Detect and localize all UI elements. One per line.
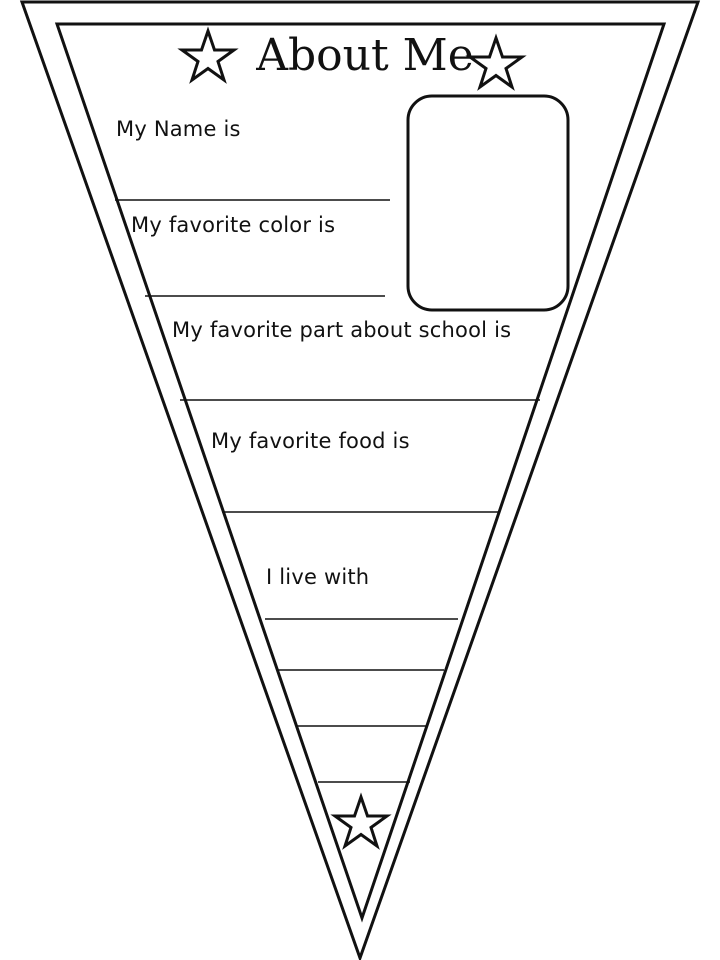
prompt-live-with: I live with bbox=[266, 565, 370, 589]
pennant-inner-border bbox=[54, 22, 667, 923]
prompt-favorite-school-part: My favorite part about school is bbox=[172, 318, 512, 342]
title-left-star-icon bbox=[177, 26, 239, 84]
prompt-favorite-food: My favorite food is bbox=[211, 429, 410, 453]
photo-frame[interactable] bbox=[406, 94, 570, 312]
page-title: About Me bbox=[256, 30, 474, 81]
prompt-favorite-color: My favorite color is bbox=[131, 213, 336, 237]
bottom-star-icon bbox=[330, 792, 392, 850]
prompt-name: My Name is bbox=[116, 117, 241, 141]
title-right-star-icon bbox=[465, 33, 527, 91]
pennant-outer-border bbox=[19, 0, 701, 960]
